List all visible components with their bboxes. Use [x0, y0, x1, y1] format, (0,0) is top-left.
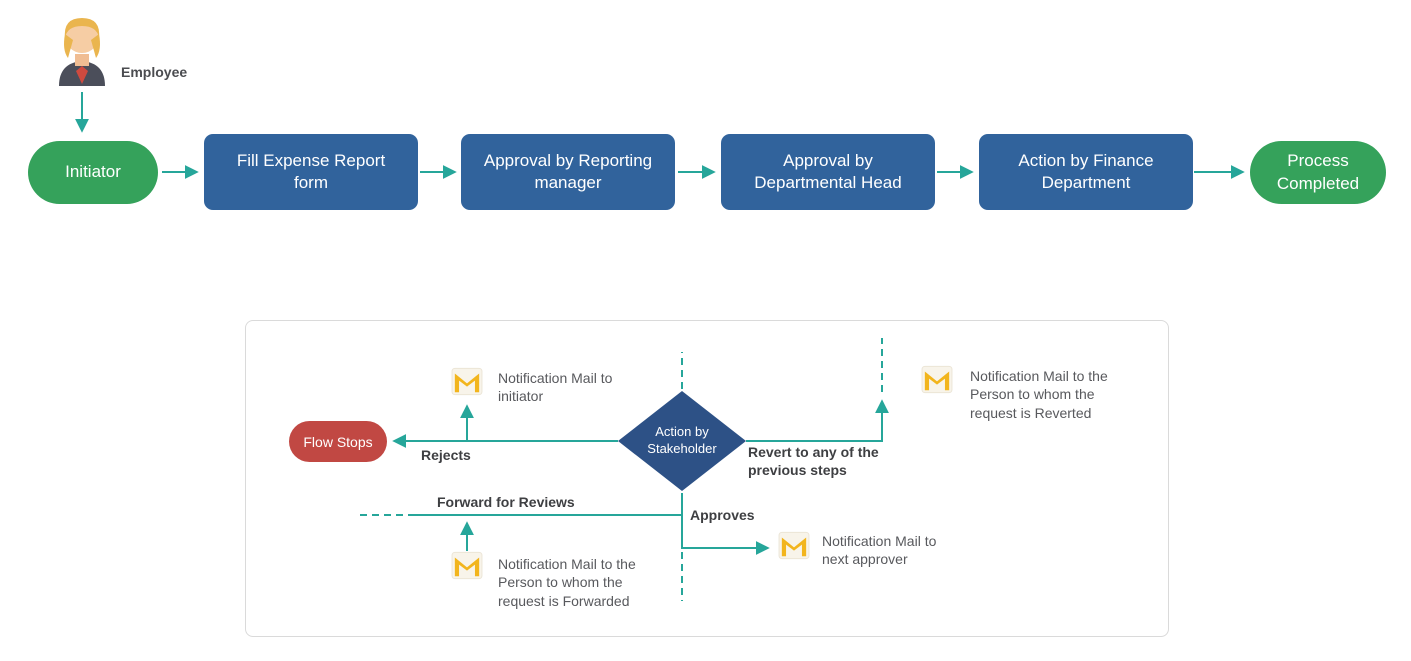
- node-fill-expense-report: Fill Expense Report form: [204, 134, 418, 210]
- node-process-completed-label: Process Completed: [1276, 151, 1360, 193]
- note-mail-forwarded: Notification Mail to the Person to whom …: [498, 556, 636, 609]
- edge-label-revert: Revert to any of the previous steps: [748, 444, 879, 479]
- decision-label: Action by Stakeholder: [647, 424, 717, 456]
- mail-icon: [451, 367, 483, 401]
- mail-icon: [451, 551, 483, 585]
- note-mail-initiator: Notification Mail to initiator: [498, 370, 613, 405]
- node-initiator: Initiator: [28, 141, 158, 204]
- node-approval-departmental-head: Approval by Departmental Head: [721, 134, 935, 210]
- mail-icon: [778, 531, 810, 565]
- mail-icon: [921, 365, 953, 399]
- employee-avatar-icon: [57, 8, 107, 88]
- note-mail-reverted: Notification Mail to the Person to whom …: [970, 368, 1108, 421]
- note-mail-next-approver: Notification Mail to next approver: [822, 533, 937, 568]
- node-process-completed: Process Completed: [1250, 141, 1386, 204]
- node-fill-expense-report-label: Fill Expense Report form: [236, 150, 386, 192]
- node-approval-reporting-manager-label: Approval by Reporting manager: [483, 150, 653, 192]
- node-approval-reporting-manager: Approval by Reporting manager: [461, 134, 675, 210]
- node-action-finance-department: Action by Finance Department: [979, 134, 1193, 210]
- decision-diamond: [618, 391, 746, 491]
- employee-label: Employee: [121, 64, 188, 80]
- stakeholder-detail-panel: [245, 320, 1169, 637]
- edge-label-approves: Approves: [690, 507, 755, 523]
- node-initiator-label: Initiator: [65, 162, 121, 182]
- edge-label-rejects: Rejects: [421, 447, 471, 463]
- node-approval-departmental-head-label: Approval by Departmental Head: [754, 150, 902, 192]
- edge-label-forward: Forward for Reviews: [437, 494, 575, 510]
- node-action-finance-department-label: Action by Finance Department: [1018, 150, 1154, 192]
- node-flow-stops: Flow Stops: [289, 421, 387, 462]
- node-flow-stops-label: Flow Stops: [303, 433, 373, 450]
